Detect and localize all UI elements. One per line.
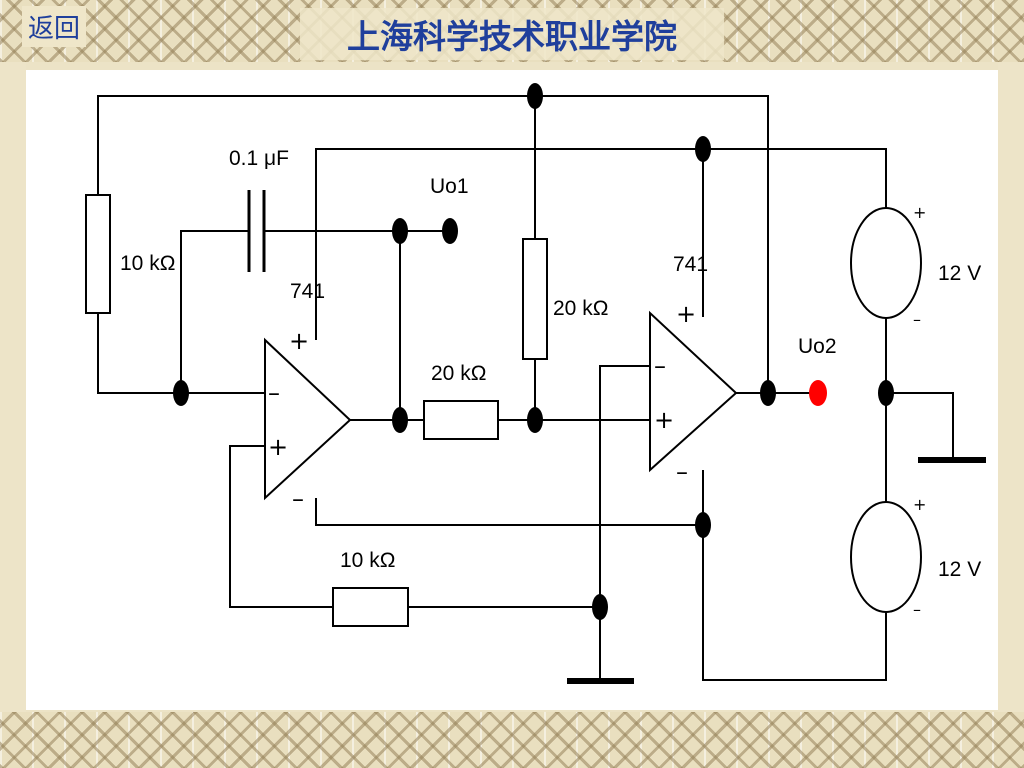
label-resistor-20k-vertical: 20 kΩ (553, 297, 608, 320)
resistor-10k-left (85, 194, 111, 314)
resistor-20k-vertical (522, 238, 548, 360)
opamp-1 (264, 337, 352, 501)
capacitor-0.1uf (247, 190, 266, 272)
label-resistor-20k-series: 20 kΩ (431, 362, 486, 385)
wires (97, 95, 954, 681)
label-supply-bottom: 12 V (938, 558, 981, 581)
bottom-decorative-border (0, 712, 1024, 768)
voltage-source-bottom (850, 501, 922, 613)
label-supply-top: 12 V (938, 262, 981, 285)
circuit-diagram-panel: 0.1 μF 10 kΩ 741 741 20 kΩ 20 kΩ 10 kΩ U… (26, 70, 998, 710)
opamp-1-minus-supply-sign: – (292, 485, 304, 513)
opamp-1-minus-input-sign: – (268, 379, 280, 407)
supply-top-plus-sign: + (913, 203, 926, 222)
opamp-2-minus-input-sign: – (654, 352, 666, 380)
supply-bottom-plus-sign: + (913, 495, 926, 514)
label-opamp-1: 741 (290, 280, 325, 303)
opamp-1-plus-supply-sign: + (289, 327, 309, 355)
label-capacitor: 0.1 μF (229, 147, 289, 170)
opamp-2-plus-input-sign: + (654, 406, 674, 434)
back-link[interactable]: 返回 (22, 6, 87, 47)
label-output-1: Uo1 (430, 175, 469, 198)
resistor-20k-series (423, 400, 499, 440)
label-resistor-10k-bottom: 10 kΩ (340, 549, 395, 572)
right-margin (998, 62, 1024, 712)
output-1-node (442, 218, 458, 244)
circuit-diagram: 0.1 μF 10 kΩ 741 741 20 kΩ 20 kΩ 10 kΩ U… (85, 83, 986, 684)
label-output-2: Uo2 (798, 335, 837, 358)
left-margin (0, 62, 26, 712)
page-title: 上海科学技术职业学院 (300, 8, 724, 60)
opamp-1-plus-input-sign: + (268, 433, 288, 461)
opamp-2-minus-supply-sign: – (676, 458, 688, 486)
label-opamp-2: 741 (673, 253, 708, 276)
output-2-node (809, 380, 827, 406)
opamp-2-plus-supply-sign: + (676, 300, 696, 328)
voltage-source-top (850, 207, 922, 319)
label-resistor-10k-left: 10 kΩ (120, 252, 175, 275)
junction-nodes (173, 83, 894, 620)
opamp-2 (649, 310, 738, 473)
supply-bottom-minus-sign: – (913, 600, 921, 619)
resistor-10k-bottom (332, 587, 409, 627)
supply-top-minus-sign: – (913, 310, 921, 329)
